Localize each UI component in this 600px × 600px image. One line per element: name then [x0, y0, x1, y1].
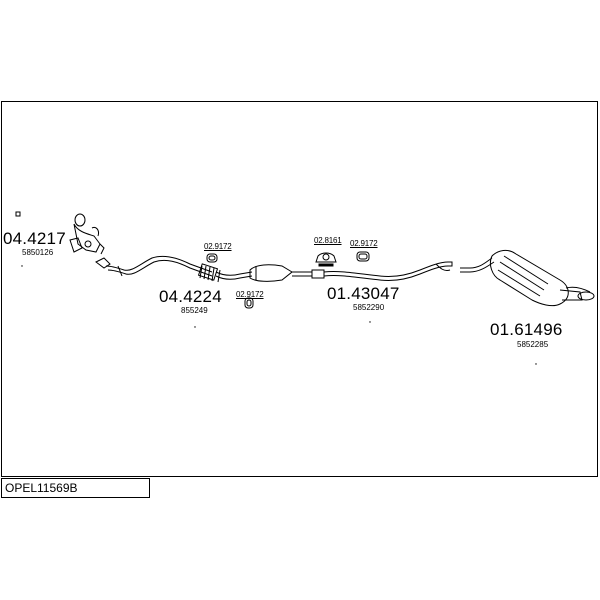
fitting-label-02-9172-c: 02.9172 [350, 239, 378, 248]
oem-number-855249: 855249 [181, 306, 208, 315]
part-number-04-4217: 04.4217 [3, 229, 66, 248]
oem-number-5852290: 5852290 [353, 303, 385, 312]
part-number-04-4224: 04.4224 [159, 287, 222, 306]
fitting-label-02-9172-b: 02.9172 [236, 290, 264, 299]
intermediate-pipe-01-43047 [311, 261, 453, 281]
part-number-01-61496: 01.61496 [490, 320, 563, 339]
diagram-frame [1, 101, 598, 477]
fitting-02-9172-b [244, 297, 254, 309]
oem-number-5850126: 5850126 [22, 248, 54, 257]
marker-square [15, 211, 21, 217]
fitting-label-02-9172-a: 02.9172 [204, 242, 232, 251]
fitting-label-02-8161: 02.8161 [314, 236, 342, 245]
diagram-code-box: OPEL11569B [1, 478, 150, 498]
catalytic-converter-04-4217 [69, 213, 111, 269]
rear-silencer-01-61496 [460, 249, 595, 307]
oem-number-5852285: 5852285 [517, 340, 549, 349]
fitting-02-8161 [315, 252, 337, 267]
fitting-02-9172-a [206, 253, 218, 263]
front-pipe-04-4224 [105, 255, 253, 283]
fitting-02-9172-c [356, 251, 370, 262]
reference-dots [21, 265, 537, 365]
middle-silencer [249, 264, 312, 282]
part-number-01-43047: 01.43047 [327, 284, 400, 303]
diagram-code: OPEL11569B [5, 481, 78, 495]
